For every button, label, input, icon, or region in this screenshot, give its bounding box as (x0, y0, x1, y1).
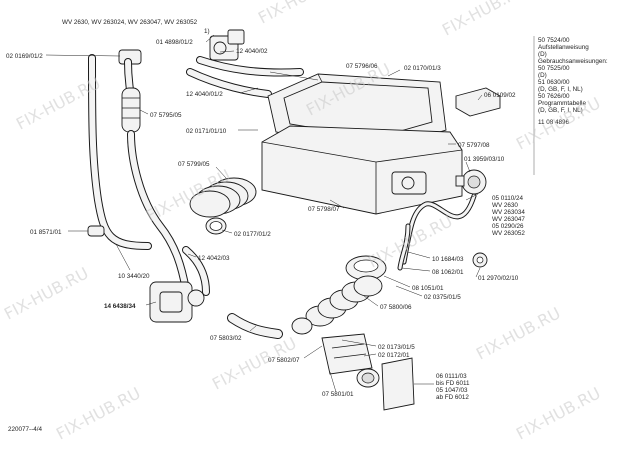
part-label: 02 0170/01/3 (404, 65, 441, 72)
leader-lines (45, 34, 483, 393)
part-label: bis FD 6011 (436, 380, 470, 387)
doc-line: 50 7524/00 (538, 37, 570, 44)
part-label: WV 263052 (492, 230, 525, 237)
part-label: 02 0375/01/5 (424, 294, 461, 301)
bellows-coupling (189, 177, 257, 218)
part-label: 12 4040/01/2 (186, 91, 223, 98)
parts-drawing (87, 29, 501, 411)
dispenser-housing (261, 125, 463, 215)
doc-line: Programmtabelle (538, 100, 586, 107)
part-label: 05 0290/26 (492, 223, 524, 230)
part-label: 06 0109/02 (484, 92, 516, 99)
doc-line: (D) (538, 72, 547, 79)
doc-line: 50 7525/00 (538, 65, 570, 72)
part-label: WV 263047 (492, 216, 525, 223)
part-label: WV 263034 (492, 209, 525, 216)
part-label: 07 5798/07 (308, 206, 340, 213)
part-label: 01 3959/03/10 (464, 156, 505, 163)
part-label: 01 4898/01/2 (156, 39, 193, 46)
watermark: FIX-HUB.RU (255, 0, 346, 28)
service-flap (381, 357, 415, 411)
part-label: 01 2970/02/10 (478, 275, 519, 282)
watermark: FIX-HUB.RU (53, 383, 144, 443)
part-label: 10 3440/20 (118, 273, 150, 280)
part-label: 10 1684/03 (432, 256, 464, 263)
watermark: FIX-HUB.RU (439, 0, 530, 40)
part-label: 07 5800/06 (380, 304, 412, 311)
part-label: 14 6438/34 (104, 303, 136, 310)
doc-line: 51 0630/00 (538, 79, 570, 86)
doc-line: 11 08 4896 (538, 119, 570, 126)
model-header: WV 2630, WV 263024, WV 263047, WV 263052 (62, 19, 198, 26)
part-label: 1) (204, 28, 210, 35)
part-label: 02 0173/01/5 (378, 344, 415, 351)
part-label: 07 5796/06 (346, 63, 378, 70)
filter-housing (321, 333, 373, 375)
hose-clip (87, 225, 105, 237)
part-label: 05 0110/24 (492, 195, 524, 202)
part-label: 08 1062/01 (432, 269, 464, 276)
part-label: 08 1051/01 (412, 285, 444, 292)
part-label: 02 0171/01/10 (186, 128, 227, 135)
pressure-switch (455, 169, 487, 195)
part-label: 12 4040/02 (236, 48, 268, 55)
part-label: 06 0111/03 (436, 373, 467, 380)
part-label: 07 5801/01 (322, 391, 354, 398)
doc-line: (D, GB, F, I, NL) (538, 86, 583, 93)
drain-pump (149, 281, 205, 323)
part-label: 07 5799/05 (178, 161, 210, 168)
doc-line: 50 7626/00 (538, 93, 570, 100)
part-labels: 1) 01 4898/01/2 12 4040/02 02 0169/01/2 … (6, 28, 525, 401)
part-label: 02 0169/01/2 (6, 53, 43, 60)
documentation-panel: 50 7524/00 Aufstellanweisung (D) Gebrauc… (533, 36, 608, 175)
clamp-ring (291, 317, 313, 335)
part-label: 07 5803/02 (210, 335, 242, 342)
mounting-bracket (455, 87, 501, 117)
part-label: WV 2630 (492, 202, 518, 209)
doc-line: (D, GB, F, I, NL) (538, 107, 583, 114)
part-label: 07 5797/08 (458, 142, 490, 149)
sump-bellows-hose (305, 275, 383, 327)
bellows-tube (121, 87, 141, 133)
doc-line: Aufstellanweisung (538, 44, 589, 51)
watermark: FIX-HUB.RU (1, 263, 92, 323)
part-label: 07 5795/05 (150, 112, 182, 119)
sheet-reference: 220077--4/4 (8, 426, 42, 433)
doc-line: (D) (538, 51, 547, 58)
sump-housing (345, 255, 387, 281)
part-label: 02 0177/01/2 (234, 231, 271, 238)
part-label: 01 8571/01 (30, 229, 62, 236)
part-label: 05 1047/03 (436, 387, 468, 394)
part-label: 07 5802/07 (268, 357, 300, 364)
watermark: FIX-HUB.RU (473, 303, 564, 363)
doc-line: Gebrauchsanweisungen: (538, 58, 608, 65)
part-label: 12 4042/03 (198, 255, 230, 262)
part-label: ab FD 6012 (436, 394, 469, 401)
watermark: FIX-HUB.RU (513, 383, 604, 443)
part-label: 02 0172/01 (378, 352, 410, 359)
